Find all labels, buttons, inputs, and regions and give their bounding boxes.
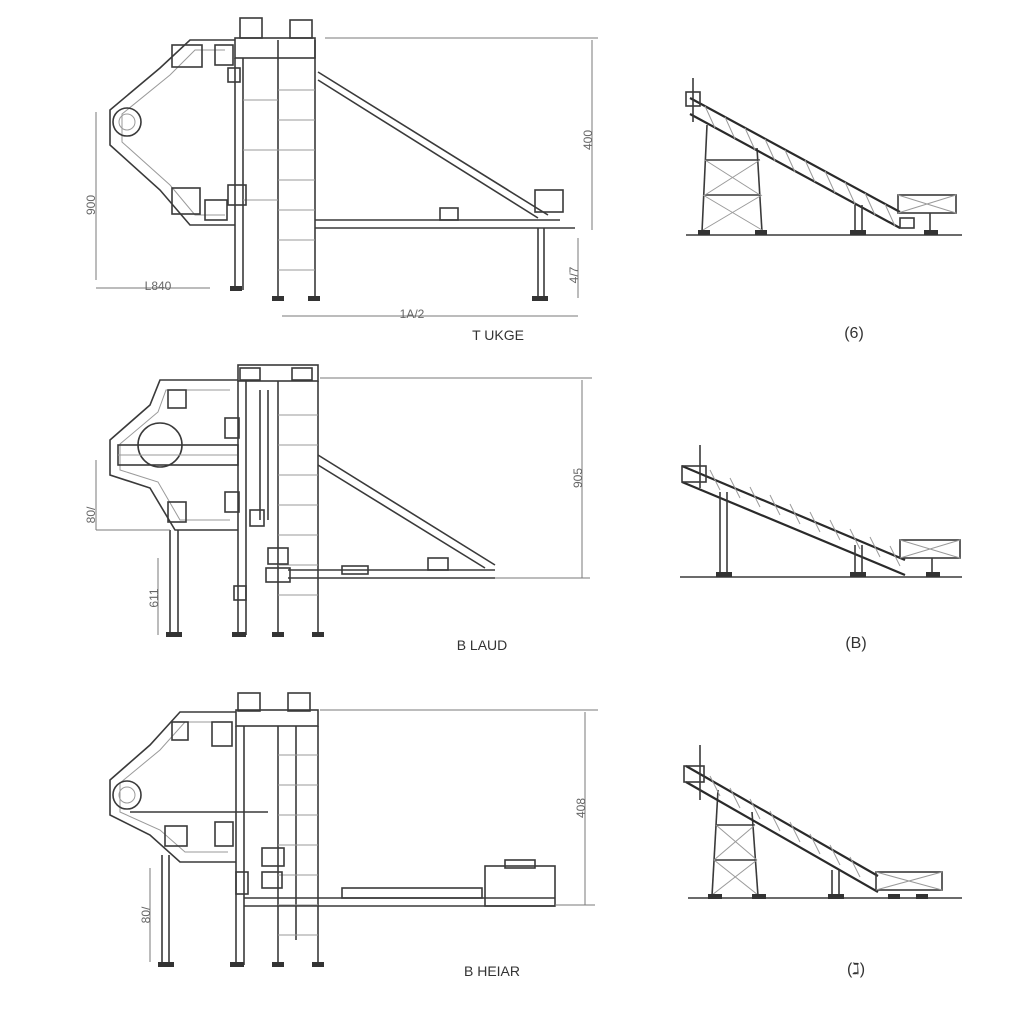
dim-bottom-left-1: L840 (145, 279, 172, 293)
dim-bottom-span-1: 1A/2 (400, 307, 425, 321)
figure-tag-2: (B) (845, 635, 866, 652)
dim-right-tall-3: 408 (574, 798, 588, 818)
dim-left-lower-3: 80/ (139, 906, 153, 923)
conveyor-drawing-1 (685, 78, 962, 236)
elevation-drawing-1 (95, 17, 598, 317)
caption-1: T UKGE (472, 327, 524, 343)
figure-tag-1: (6) (844, 325, 864, 342)
dim-left-vertical-1: 900 (84, 195, 98, 215)
dim-left-vertical-2: 80/ (84, 506, 98, 523)
caption-3: B HEIAR (464, 963, 520, 979)
conveyor-drawing-3 (683, 745, 962, 899)
elevation-drawing-2 (95, 364, 592, 637)
conveyor-drawing-2 (680, 445, 962, 578)
dim-right-tall-1: 400 (581, 130, 595, 150)
caption-2: B LAUD (457, 637, 508, 653)
elevation-drawing-3 (109, 692, 598, 967)
dim-left-lower-2: 611 (147, 588, 161, 607)
figure-tag-3: (ℷ) (847, 961, 865, 978)
dim-right-tall-2: 905 (571, 468, 585, 488)
dim-right-short-1: 4/7 (567, 266, 581, 283)
